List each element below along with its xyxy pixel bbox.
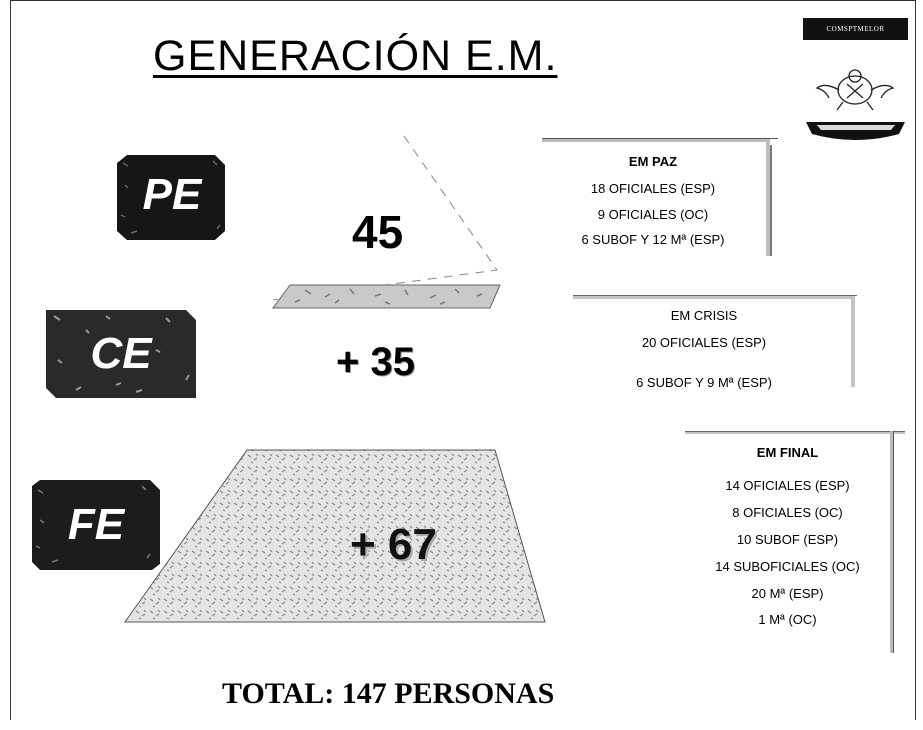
info-box-final-line: 8 OFICIALES (OC): [732, 505, 843, 520]
info-box-final-line: 14 OFICIALES (ESP): [725, 478, 850, 493]
slide-frame: [10, 0, 916, 720]
info-box-paz-line: 18 OFICIALES (ESP): [590, 181, 716, 196]
badge-fe: FE: [32, 480, 160, 570]
info-box-final-heading: EM FINAL: [756, 445, 819, 460]
info-box-final-line: 10 SUBOF (ESP): [736, 532, 839, 547]
badge-ce: CE: [46, 310, 196, 398]
emblem-banner: COMSPTMELOR: [803, 18, 908, 40]
info-box-crisis: EM CRISIS 20 OFICIALES (ESP) 6 SUBOF Y 9…: [573, 292, 858, 392]
info-box-final-line: 14 SUBOFICIALES (OC): [715, 559, 860, 574]
info-box-paz: EM PAZ 18 OFICIALES (ESP) 9 OFICIALES (O…: [540, 135, 778, 268]
info-box-crisis-heading: EM CRISIS: [670, 308, 738, 323]
emblem-logo: COMSPTMELOR: [803, 18, 908, 148]
info-box-final-line: 20 Mª (ESP): [751, 586, 824, 601]
info-box-crisis-line: 6 SUBOF Y 9 Mª (ESP): [636, 375, 772, 390]
info-box-paz-line: 9 OFICIALES (OC): [597, 207, 709, 222]
info-box-paz-heading: EM PAZ: [628, 154, 678, 169]
info-box-crisis-line: 20 OFICIALES (ESP): [641, 335, 767, 350]
badge-ce-label: CE: [90, 329, 152, 378]
pyramid-base-trapezoid: [124, 449, 546, 623]
emblem-crest-icon: [806, 69, 905, 140]
value-pe: 45: [352, 206, 404, 258]
value-ce: + 35: [336, 340, 415, 384]
badge-fe-label: FE: [67, 500, 125, 549]
badge-pe-label: PE: [142, 170, 202, 219]
info-box-final-line: 1 Mª (OC): [758, 612, 817, 627]
pyramid-top-triangle: [272, 135, 501, 309]
total-label: TOTAL: 147 PERSONAS: [222, 677, 555, 710]
page-title: GENERACIÓN E.M.: [153, 32, 558, 80]
info-box-paz-line: 6 SUBOF Y 12 Mª (ESP): [581, 232, 725, 247]
info-box-final: EM FINAL 14 OFICIALES (ESP) 8 OFICIALES …: [685, 428, 910, 658]
badge-pe: PE: [117, 155, 227, 240]
value-fe: + 67: [350, 520, 437, 569]
